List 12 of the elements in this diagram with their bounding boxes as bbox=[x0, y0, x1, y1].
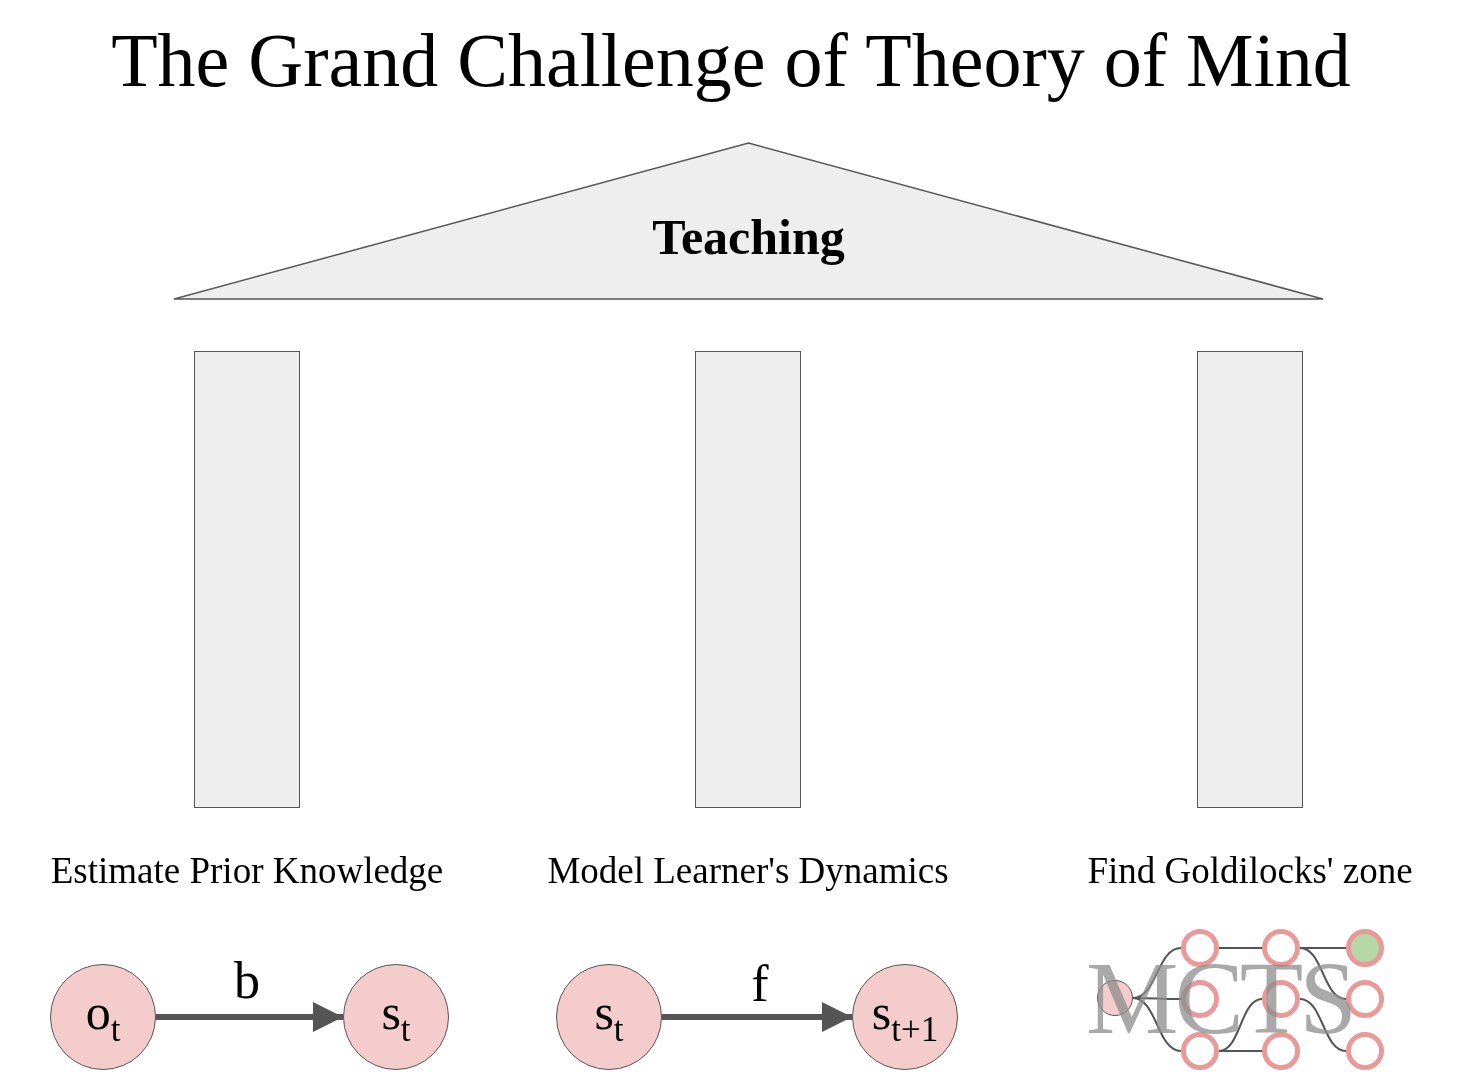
node-label: o$_{t}$ bbox=[85, 986, 121, 1048]
node-label: s$_{t}$ bbox=[381, 986, 411, 1048]
pillar-caption: Model Learner's Dynamics bbox=[547, 852, 949, 889]
arrow bbox=[662, 1002, 852, 1032]
edge-label: b bbox=[234, 955, 260, 1007]
pillar-caption: Find Goldilocks' zone bbox=[1087, 852, 1413, 889]
node-label: s$_{t+1}$ bbox=[871, 986, 939, 1048]
edge-label: f bbox=[751, 958, 769, 1010]
arrow bbox=[156, 1002, 343, 1032]
pillar-caption: Estimate Prior Knowledge bbox=[50, 852, 444, 889]
tree-node bbox=[1346, 1032, 1384, 1070]
node-label: s$_{t}$ bbox=[594, 986, 624, 1048]
